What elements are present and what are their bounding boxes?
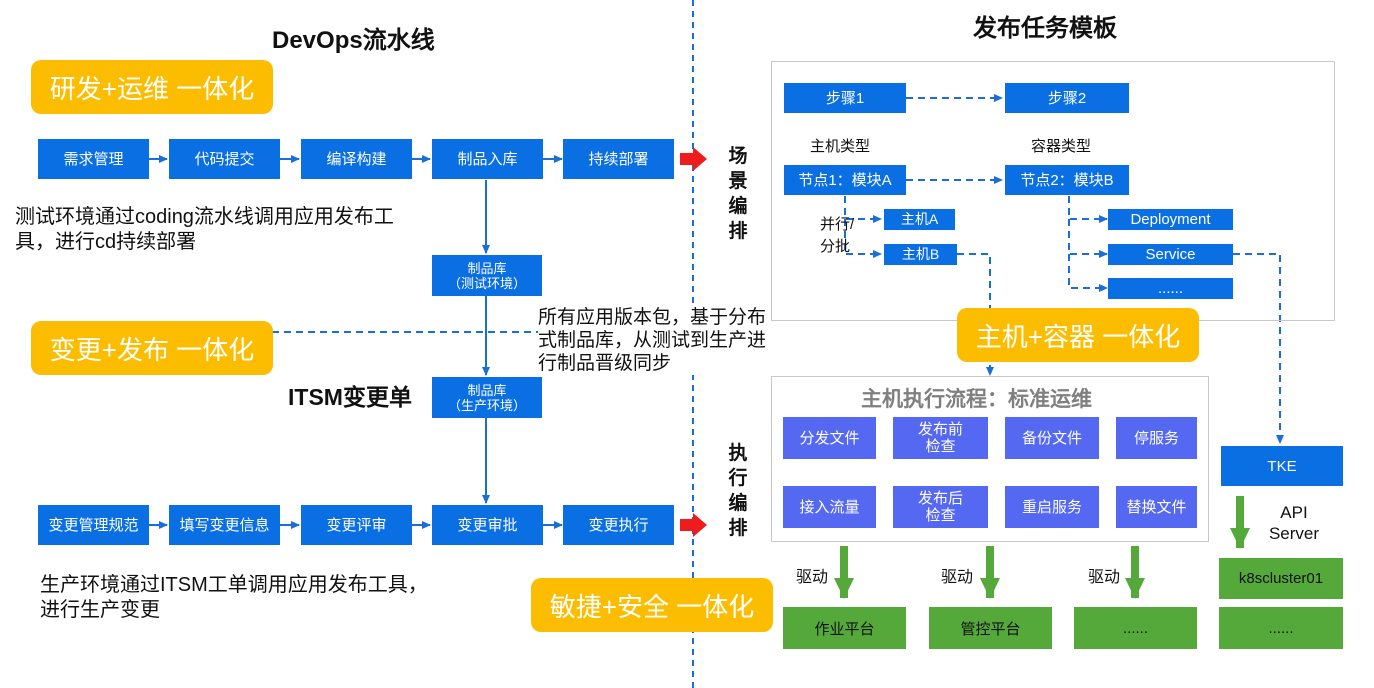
- step1-box[interactable]: 步骤1: [784, 83, 906, 113]
- badge-change-release: 变更+发布 一体化: [31, 321, 273, 375]
- exec-orchestration-label: 执行编排: [728, 443, 748, 539]
- k8s-cluster-box[interactable]: k8scluster01: [1219, 558, 1343, 599]
- pipeline-step[interactable]: 制品入库: [432, 139, 543, 179]
- api-server-label: API Server: [1268, 503, 1320, 543]
- platform-box[interactable]: 管控平台: [929, 607, 1052, 649]
- node2-box[interactable]: 节点2：模块B: [1005, 165, 1129, 195]
- exec-step[interactable]: 停服务: [1116, 417, 1197, 459]
- parallel-batch-label: 并行/ 分批: [820, 216, 855, 255]
- release-template-title: 发布任务模板: [973, 15, 1117, 42]
- exec-step[interactable]: 发布后 检查: [893, 486, 988, 528]
- change-step[interactable]: 变更管理规范: [38, 505, 149, 545]
- itsm-title: ITSM变更单: [288, 384, 412, 410]
- red-arrow-exec: [680, 513, 707, 537]
- drive-label: 驱动: [1088, 569, 1121, 586]
- change-step[interactable]: 变更审批: [432, 505, 543, 545]
- change-step[interactable]: 填写变更信息: [169, 505, 280, 545]
- red-arrow-scene: [680, 147, 707, 171]
- badge-host-container: 主机+容器 一体化: [957, 308, 1199, 362]
- change-step[interactable]: 变更评审: [301, 505, 412, 545]
- repo-test[interactable]: 制品库 （测试环境）: [432, 255, 542, 296]
- more-container-box[interactable]: ......: [1108, 278, 1233, 299]
- exec-title: 主机执行流程：标准运维: [861, 388, 1092, 411]
- repo-prod[interactable]: 制品库 （生产环境）: [432, 377, 542, 418]
- exec-step[interactable]: 接入流量: [783, 486, 876, 528]
- pipeline-step[interactable]: 持续部署: [563, 139, 674, 179]
- host-b-box[interactable]: 主机B: [884, 244, 957, 265]
- pipeline-step[interactable]: 编译构建: [301, 139, 412, 179]
- service-box[interactable]: Service: [1108, 244, 1233, 265]
- host-a-box[interactable]: 主机A: [884, 209, 955, 230]
- pipeline-step[interactable]: 需求管理: [38, 139, 149, 179]
- drive-label: 驱动: [941, 569, 974, 586]
- platform-box[interactable]: ......: [1074, 607, 1197, 649]
- step2-box[interactable]: 步骤2: [1005, 83, 1129, 113]
- k8s-more-box[interactable]: ......: [1219, 607, 1343, 649]
- test-env-note: 测试环境通过coding流水线调用应用发布工具，进行cd持续部署: [15, 206, 394, 253]
- exec-step[interactable]: 备份文件: [1005, 417, 1099, 459]
- deployment-box[interactable]: Deployment: [1108, 209, 1233, 230]
- exec-step[interactable]: 发布前 检查: [893, 417, 988, 459]
- container-type-label: 容器类型: [1031, 138, 1092, 155]
- tke-box[interactable]: TKE: [1221, 446, 1343, 486]
- devops-title: DevOps流水线: [272, 27, 435, 54]
- platform-box[interactable]: 作业平台: [783, 607, 906, 649]
- scene-orchestration-label: 场景编排: [728, 146, 748, 242]
- drive-label: 驱动: [796, 569, 829, 586]
- prod-env-note: 生产环境通过ITSM工单调用应用发布工具，进行生产变更: [40, 574, 428, 621]
- exec-step[interactable]: 替换文件: [1116, 486, 1197, 528]
- repo-sync-note: 所有应用版本包，基于分布式制品库，从测试到生产进行制品晋级同步: [538, 306, 768, 375]
- pipeline-step[interactable]: 代码提交: [169, 139, 280, 179]
- badge-rd-ops: 研发+运维 一体化: [31, 60, 273, 114]
- node1-box[interactable]: 节点1：模块A: [784, 165, 906, 195]
- exec-step[interactable]: 分发文件: [783, 417, 876, 459]
- host-type-label: 主机类型: [810, 138, 871, 155]
- exec-step[interactable]: 重启服务: [1005, 486, 1099, 528]
- badge-agile-secure: 敏捷+安全 一体化: [531, 578, 773, 632]
- change-step[interactable]: 变更执行: [563, 505, 674, 545]
